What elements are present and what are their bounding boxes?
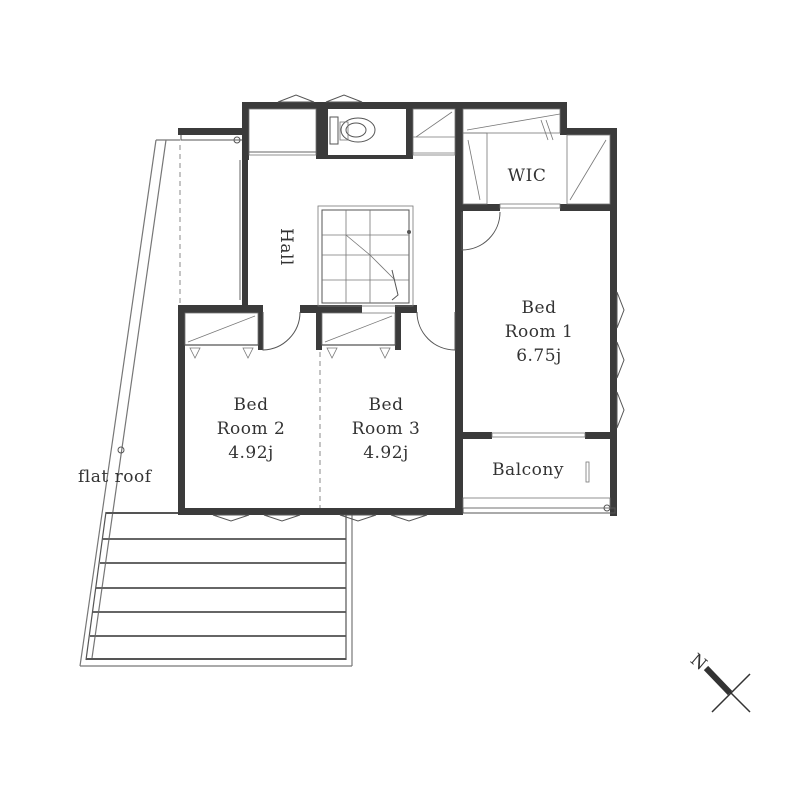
- wic-label: WIC: [508, 166, 547, 186]
- flat-roof-area: [79, 139, 353, 667]
- roof-deck: [85, 511, 347, 661]
- bed1-label-line2: Room 1: [505, 322, 574, 342]
- bed2-label-line1: Bed: [234, 395, 269, 415]
- balcony-label: Balcony: [492, 460, 564, 480]
- doors: [262, 211, 501, 351]
- flat-roof-label: flat roof: [78, 467, 153, 487]
- hall-balcony-dashed: [179, 133, 245, 305]
- bed2-area: 4.92j: [228, 443, 274, 463]
- toilet-icon: [329, 116, 376, 145]
- windows: [212, 94, 625, 522]
- bed2-label-line2: Room 2: [217, 419, 286, 439]
- bed3-area: 4.92j: [363, 443, 409, 463]
- north-compass: N: [686, 650, 751, 713]
- fixtures: [248, 108, 611, 209]
- bedroom-closets: [184, 312, 396, 508]
- hall-label: Hall: [276, 228, 296, 266]
- staircase: [317, 205, 414, 307]
- bed1-area: 6.75j: [516, 346, 562, 366]
- bed3-label-line2: Room 3: [352, 419, 421, 439]
- balcony-drain-icon: [585, 461, 590, 483]
- bed1-label-line1: Bed: [522, 298, 557, 318]
- bed3-label-line1: Bed: [369, 395, 404, 415]
- walls: [178, 102, 617, 516]
